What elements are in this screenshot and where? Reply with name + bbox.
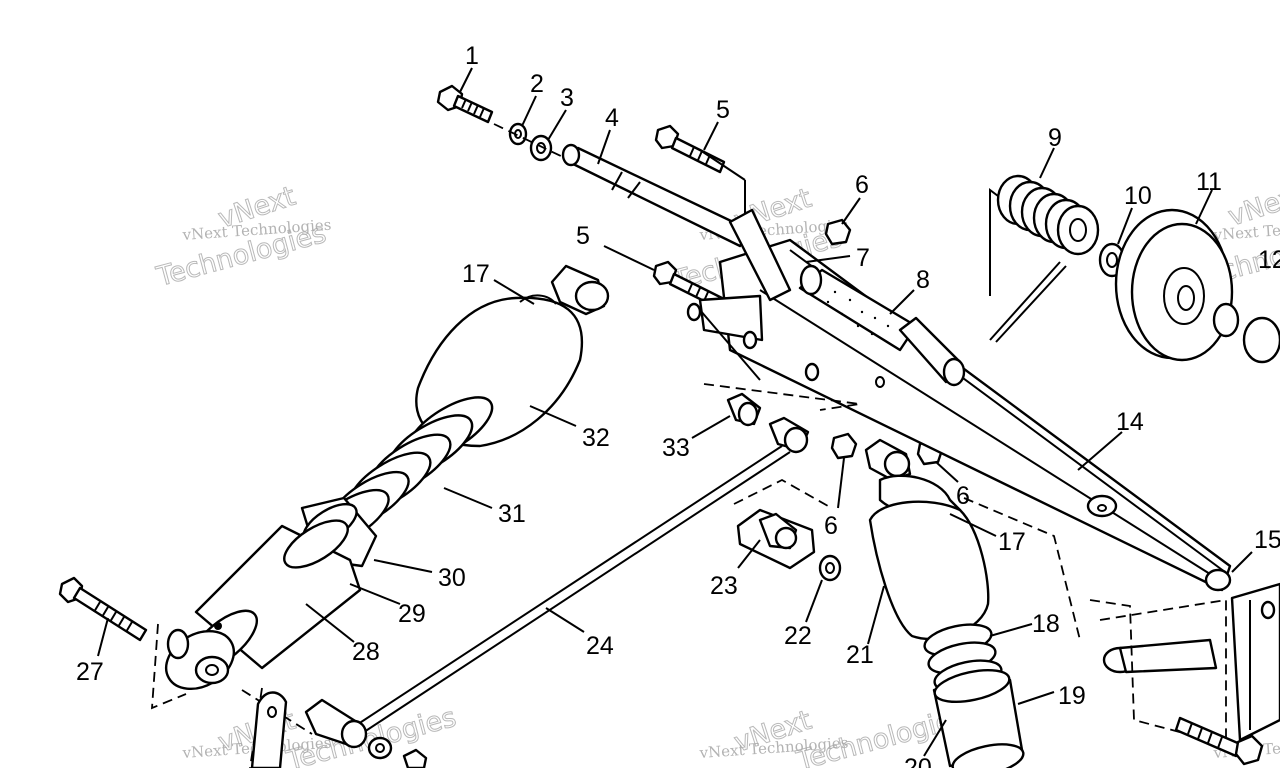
shock-absorber-right (864, 438, 1025, 768)
bolt-part-lower-right (1174, 716, 1264, 766)
washer-part-lower (367, 736, 393, 760)
callout-28: 28 (352, 638, 380, 666)
callout-2: 2 (530, 70, 544, 98)
callout-5-top: 5 (716, 96, 730, 124)
callout-29: 29 (398, 600, 426, 628)
callout-6-right: 6 (956, 482, 970, 510)
callout-3: 3 (560, 84, 574, 112)
callout-6-top: 6 (855, 171, 869, 199)
callout-9: 9 (1048, 124, 1062, 152)
strap-part-24 (304, 445, 791, 749)
callout-18: 18 (1032, 610, 1060, 638)
nut-part-6-mid (830, 432, 858, 460)
callout-31: 31 (498, 500, 526, 528)
callout-4: 4 (605, 104, 619, 132)
callout-27: 27 (76, 658, 104, 686)
callout-12: 12 (1258, 246, 1280, 274)
leader-lines (97, 67, 1253, 757)
callout-33: 33 (662, 434, 690, 462)
washer-part-3 (529, 134, 553, 162)
callout-21: 21 (846, 641, 874, 669)
torsion-spring-part-9 (989, 174, 1100, 343)
callout-17-right: 17 (998, 528, 1026, 556)
callout-23: 23 (710, 572, 738, 600)
callout-30: 30 (438, 564, 466, 592)
callout-1: 1 (465, 42, 479, 70)
spacer-part-33 (726, 392, 762, 427)
bumper-part-23 (736, 508, 816, 570)
callout-15: 15 (1254, 526, 1280, 554)
washer-part-22 (818, 554, 842, 582)
bracket-part-15 (1089, 582, 1280, 742)
callout-5-lower: 5 (576, 222, 590, 250)
bolt-part-5-top (654, 124, 726, 174)
washer-part-2 (508, 122, 528, 146)
callout-19: 19 (1058, 682, 1086, 710)
wheel-part-11 (1114, 208, 1234, 362)
callout-14: 14 (1116, 408, 1144, 436)
spacer-part-24-top (768, 416, 810, 454)
bolt-part-1 (436, 84, 494, 124)
bolt-part-27 (58, 576, 148, 642)
bushing-part-8 (798, 264, 966, 387)
callout-11: 11 (1196, 168, 1222, 196)
callout-labels: 1 2 3 4 5 5 6 6 6 7 8 9 10 11 12 14 15 1… (76, 42, 1280, 768)
spacer-part-12 (1242, 316, 1280, 364)
washer-part-12 (1212, 302, 1240, 338)
callout-8: 8 (916, 266, 930, 294)
callout-24: 24 (586, 632, 614, 660)
callout-7: 7 (856, 244, 870, 272)
callout-20: 20 (904, 754, 932, 768)
nut-part-lower (402, 748, 428, 768)
callout-32: 32 (582, 424, 610, 452)
shock-absorber-left (165, 264, 610, 691)
callout-22: 22 (784, 622, 812, 650)
shaft-part-4 (561, 143, 752, 248)
callout-10: 10 (1124, 182, 1152, 210)
nut-part-6-top (824, 218, 852, 246)
callout-17-left: 17 (462, 260, 490, 288)
bracket-part-lower-left (250, 691, 288, 768)
callout-6-mid: 6 (824, 512, 838, 540)
